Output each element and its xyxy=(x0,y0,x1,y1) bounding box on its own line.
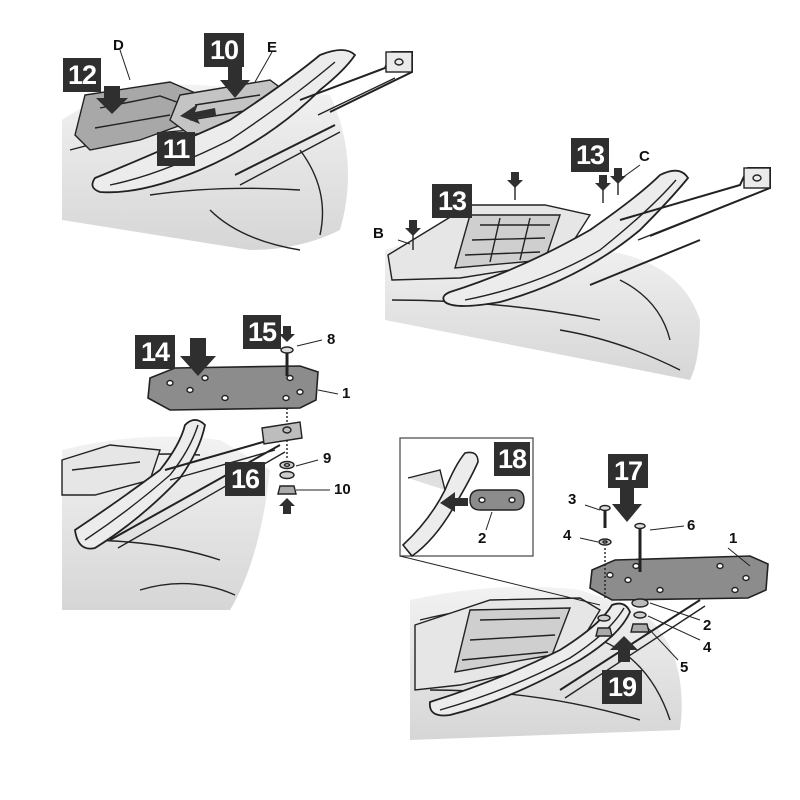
part-10-label: 10 xyxy=(334,481,351,498)
part-5-label: 5 xyxy=(680,659,689,676)
part-3-label: 3 xyxy=(568,491,577,508)
callout-c: C xyxy=(639,148,650,165)
part-2-label-inset: 2 xyxy=(478,530,487,547)
step-18-label: 18 xyxy=(494,442,530,476)
step-15-label: 15 xyxy=(243,315,281,349)
part-4-label-left: 4 xyxy=(563,527,572,544)
part-2-label-right: 2 xyxy=(703,617,712,634)
step-13-label-upper: 13 xyxy=(571,138,609,172)
step-11-label: 11 xyxy=(157,132,195,166)
callout-e: E xyxy=(267,39,278,56)
step-14-label: 14 xyxy=(135,335,175,369)
panel-4-final-assembly xyxy=(399,437,769,740)
panel-3-plate-install xyxy=(61,326,339,610)
part-1-label-plate-bottom: 1 xyxy=(729,530,738,547)
step-19-label: 19 xyxy=(602,670,642,704)
part-1-label-plate-top: 1 xyxy=(342,385,351,402)
step-16-label: 16 xyxy=(225,462,265,496)
step-13-label-lower: 13 xyxy=(432,184,472,218)
step-17-label: 17 xyxy=(608,454,648,488)
callout-b: B xyxy=(373,225,384,242)
callout-d: D xyxy=(113,37,124,54)
part-9-label: 9 xyxy=(323,450,332,467)
panel-1-seat-removal xyxy=(62,49,413,251)
step-10-label: 10 xyxy=(204,33,244,67)
part-6-label: 6 xyxy=(687,517,696,534)
part-4-label-right: 4 xyxy=(703,639,712,656)
step-12-label: 12 xyxy=(63,58,101,92)
panel-2-rack-mount xyxy=(385,164,771,380)
part-8-label: 8 xyxy=(327,331,336,348)
